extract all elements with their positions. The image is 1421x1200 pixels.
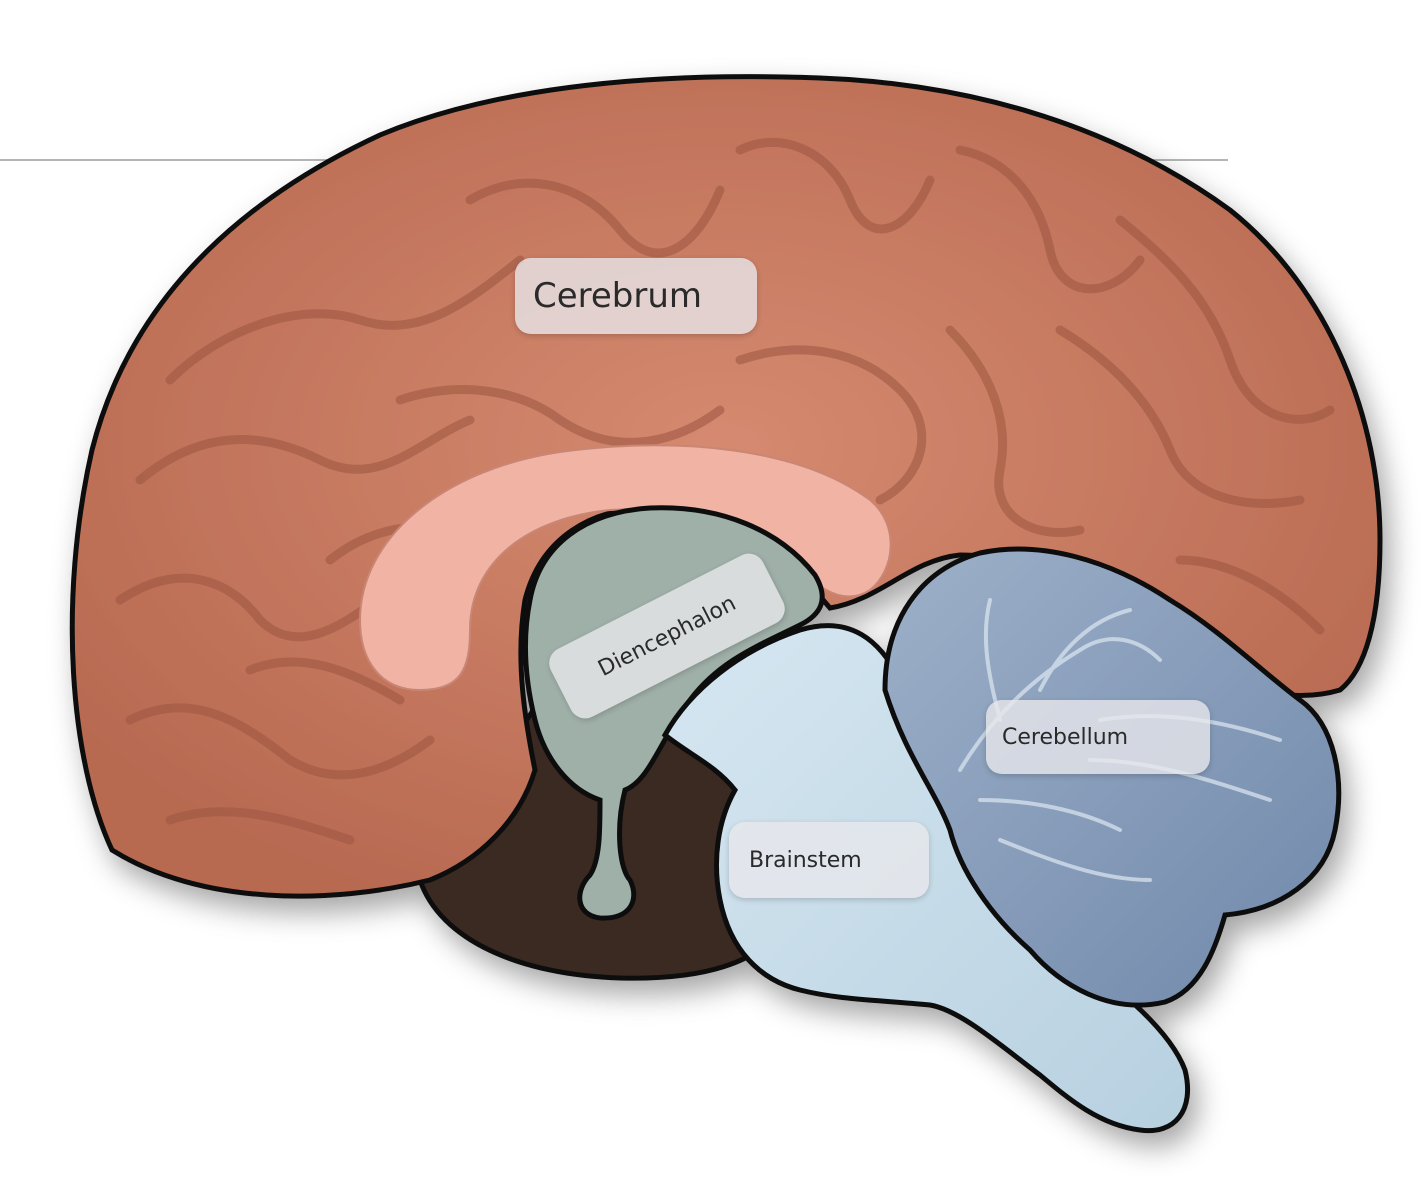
cerebrum-label-text: Cerebrum xyxy=(533,276,703,316)
cerebellum-label: Cerebellum xyxy=(986,700,1210,774)
gyri-texture xyxy=(115,137,1335,845)
cerebellum-label-text: Cerebellum xyxy=(1002,724,1129,750)
cerebellum-region xyxy=(882,546,1342,1008)
brainstem-label: Brainstem xyxy=(729,822,929,898)
brainstem-label-text: Brainstem xyxy=(749,847,862,873)
cerebrum-label: Cerebrum xyxy=(515,258,757,334)
